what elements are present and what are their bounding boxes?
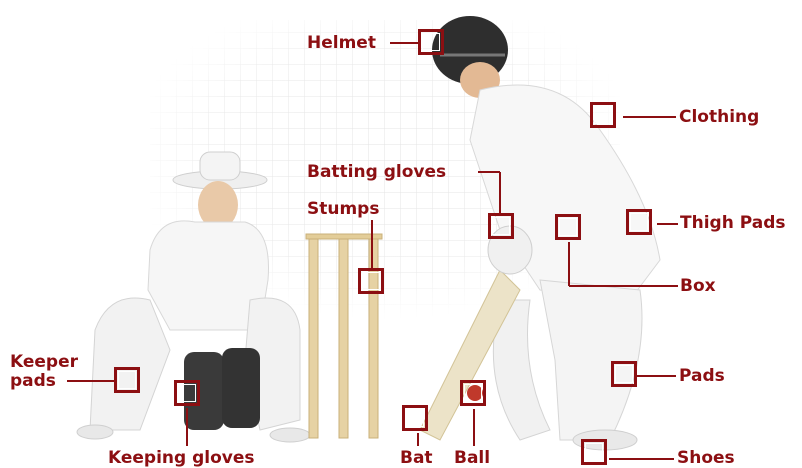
bat-hotspot[interactable] bbox=[402, 405, 428, 431]
stumps-figure bbox=[306, 234, 382, 438]
shoes-hotspot[interactable] bbox=[581, 439, 607, 465]
label-keeper-pads-line2: pads bbox=[10, 372, 78, 391]
label-box[interactable]: Box bbox=[680, 277, 716, 296]
label-keeper-pads-line1: Keeper bbox=[10, 353, 78, 372]
keeper-pads-hotspot[interactable] bbox=[114, 367, 140, 393]
label-bat[interactable]: Bat bbox=[400, 449, 433, 468]
label-shoes[interactable]: Shoes bbox=[677, 449, 735, 468]
batting-gloves-hotspot[interactable] bbox=[488, 213, 514, 239]
label-thigh-pads[interactable]: Thigh Pads bbox=[680, 214, 785, 233]
label-batting-gloves[interactable]: Batting gloves bbox=[307, 163, 446, 182]
box-hotspot[interactable] bbox=[555, 214, 581, 240]
label-stumps[interactable]: Stumps bbox=[307, 200, 379, 219]
label-clothing[interactable]: Clothing bbox=[679, 108, 759, 127]
clothing-hotspot[interactable] bbox=[590, 102, 616, 128]
thigh-pads-hotspot[interactable] bbox=[626, 209, 652, 235]
pads-hotspot[interactable] bbox=[611, 361, 637, 387]
label-ball[interactable]: Ball bbox=[454, 449, 490, 468]
label-keeper-pads[interactable]: Keeper pads bbox=[10, 353, 78, 391]
label-pads[interactable]: Pads bbox=[679, 367, 725, 386]
stumps-hotspot[interactable] bbox=[358, 268, 384, 294]
helmet-hotspot[interactable] bbox=[418, 29, 444, 55]
label-helmet[interactable]: Helmet bbox=[307, 34, 376, 53]
label-keeping-gloves[interactable]: Keeping gloves bbox=[108, 449, 255, 468]
ball-hotspot[interactable] bbox=[460, 380, 486, 406]
keeping-gloves-hotspot[interactable] bbox=[174, 380, 200, 406]
